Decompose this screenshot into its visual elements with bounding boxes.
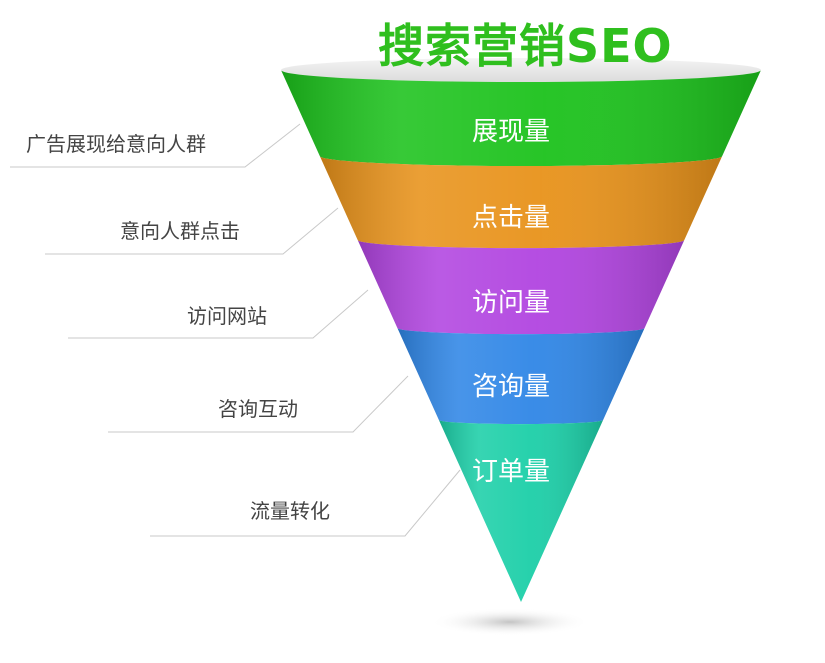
side-label-click: 意向人群点击 [120, 219, 240, 243]
connector-line-order [150, 469, 461, 537]
side-label-visit: 访问网站 [187, 304, 267, 328]
layer-label-click: 点击量 [471, 203, 550, 233]
funnel-top-rim [281, 58, 761, 82]
side-label-consult: 咨询互动 [218, 397, 298, 421]
connector-line-exposure [10, 123, 301, 168]
funnel-layer-shading [281, 70, 761, 167]
side-label-conversion: 流量转化 [250, 499, 330, 523]
funnel-layer-shading [397, 328, 645, 425]
funnel-layer-shading [438, 420, 604, 602]
page-title: 搜索营销SEO [378, 19, 673, 73]
layer-label-exposure: 展现量 [471, 117, 550, 147]
funnel-layer-shading [319, 156, 723, 249]
connector-line-click [45, 207, 339, 255]
layer-label-consult: 咨询量 [471, 372, 550, 402]
side-label-exposure: 广告展现给意向人群 [26, 132, 206, 156]
funnel-shadow [430, 608, 590, 636]
connector-line-visit [68, 289, 369, 339]
layer-label-visit: 访问量 [471, 288, 550, 318]
funnel-layer-shading [357, 240, 685, 335]
connector-line-consult [108, 375, 409, 433]
layer-label-order: 订单量 [471, 457, 550, 487]
